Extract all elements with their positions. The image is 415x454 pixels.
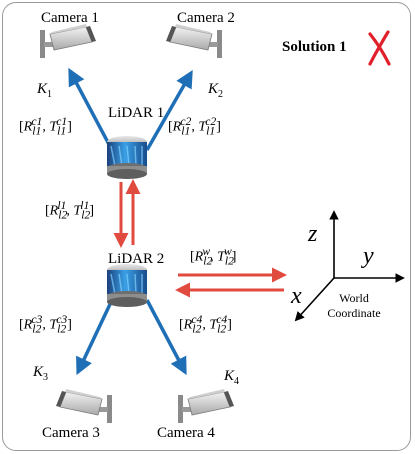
arrow-l2-c4 <box>145 299 187 376</box>
arrow-l1-c2 <box>145 69 193 151</box>
camera-4-label: Camera 4 <box>157 425 215 441</box>
solution-label: Solution 1 <box>282 39 347 55</box>
camera-3-icon <box>56 389 112 423</box>
world-coordinate-label: World Coordinate <box>327 291 381 320</box>
intrinsic-k1: K1 <box>37 81 53 100</box>
intrinsic-k3: K3 <box>33 364 49 383</box>
camera-4-icon <box>178 389 234 423</box>
lidar-2-icon <box>107 264 147 307</box>
axis-x-label: x <box>291 283 302 309</box>
transform-l2-world: [Rl2w, Tl2w] <box>190 245 237 268</box>
camera-3-label: Camera 3 <box>42 425 100 441</box>
transform-l2-l1: [Rl2l1, Tl2l1] <box>45 199 95 222</box>
axis-y-label: y <box>363 243 374 269</box>
transform-l2-c4: [Rl2c4, Tl2c4] <box>179 313 232 336</box>
intrinsic-k4: K4 <box>224 368 240 387</box>
camera-2-icon <box>166 24 222 58</box>
arrow-l2-c3 <box>76 299 114 376</box>
transform-l1-c1: [Rl1c1, Tl1c1] <box>19 115 72 138</box>
intrinsic-k2: K2 <box>208 81 224 100</box>
red-x-icon <box>368 30 391 66</box>
transform-l1-c2: [Rl1c2, Tl1c2] <box>168 115 221 138</box>
camera-1-label: Camera 1 <box>41 10 99 26</box>
axis-x-line <box>294 277 335 322</box>
axis-z-label: z <box>308 221 318 247</box>
camera-2-label: Camera 2 <box>177 10 235 26</box>
lidar-2-label: LiDAR 2 <box>108 251 165 267</box>
camera-1-icon <box>40 24 96 58</box>
lidar-1-icon <box>107 136 147 179</box>
transform-l2-c3: [Rl2c3, Tl2c3] <box>19 313 72 336</box>
lidar-1-label: LiDAR 1 <box>108 105 165 121</box>
arrow-l1-c1 <box>68 67 114 151</box>
